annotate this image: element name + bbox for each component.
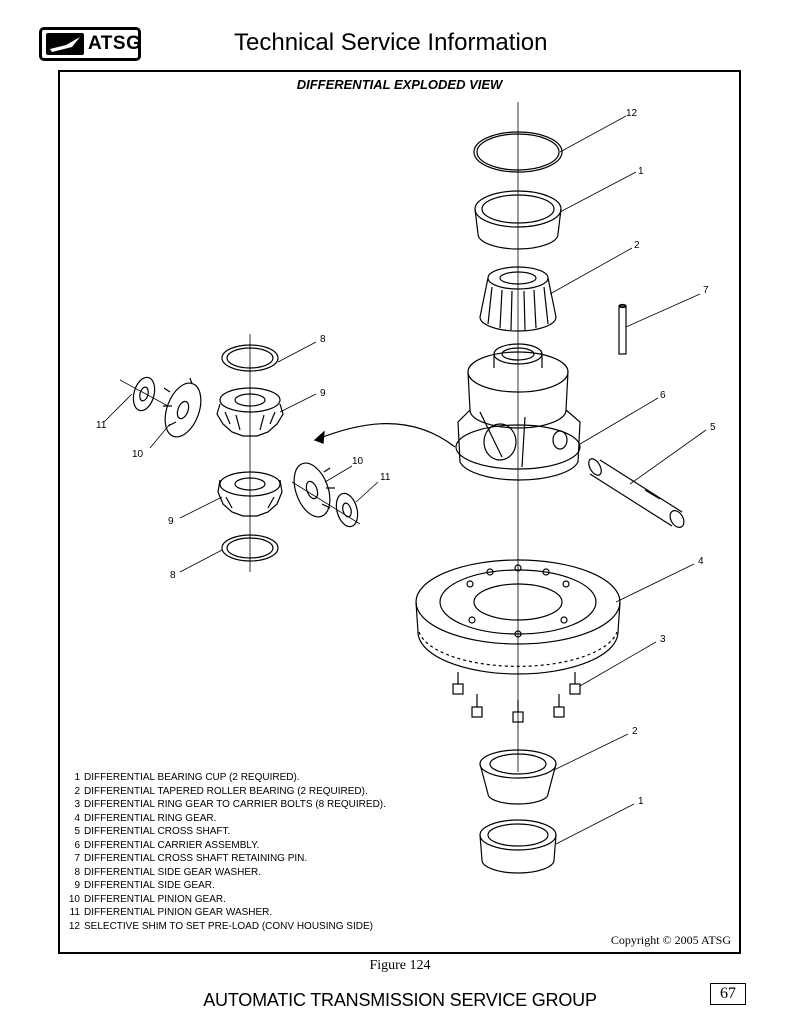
callout-8-upper: 8 (320, 334, 326, 345)
legend-text: DIFFERENTIAL TAPERED ROLLER BEARING (2 R… (84, 785, 368, 797)
legend-text: DIFFERENTIAL SIDE GEAR WASHER. (84, 866, 262, 878)
page-number: 67 (710, 983, 746, 1005)
callout-5: 5 (710, 422, 716, 433)
direction-arrow (314, 423, 456, 448)
legend-text: DIFFERENTIAL RING GEAR. (84, 812, 217, 824)
callout-8-lower: 8 (170, 570, 176, 581)
callout-9-upper: 9 (320, 388, 326, 399)
bearing-cup-top (474, 190, 562, 250)
callout-6: 6 (660, 390, 666, 401)
legend-item: 4 DIFFERENTIAL RING GEAR. (64, 812, 386, 826)
legend-number: 6 (74, 839, 80, 851)
ring-gear (415, 559, 621, 675)
callout-2-bottom: 2 (632, 726, 638, 737)
legend-item: 1 DIFFERENTIAL BEARING CUP (2 REQUIRED). (64, 771, 386, 785)
callout-10-right: 10 (352, 456, 364, 467)
atsg-logo: ATSG (39, 27, 141, 61)
legend-text: DIFFERENTIAL RING GEAR TO CARRIER BOLTS … (84, 799, 386, 810)
legend-item: 7 DIFFERENTIAL CROSS SHAFT RETAINING PIN. (64, 852, 386, 866)
ring-gear-bolts (452, 672, 581, 723)
callout-11-right: 11 (380, 472, 391, 483)
pinion-axis-left (119, 379, 169, 407)
legend-item: 5 DIFFERENTIAL CROSS SHAFT. (64, 825, 386, 839)
pinion-gear-left (163, 377, 202, 438)
pinion-gear-right (293, 462, 335, 518)
legend-number: 9 (74, 880, 80, 891)
legend-item: 2 DIFFERENTIAL TAPERED ROLLER BEARING (2 … (64, 785, 386, 799)
legend-item: 10 DIFFERENTIAL PINION GEAR. (64, 893, 386, 907)
page-title: Technical Service Information (234, 29, 548, 56)
copyright-notice: Copyright © 2005 ATSG (610, 933, 731, 947)
callout-1-bottom: 1 (638, 796, 644, 807)
legend-text: DIFFERENTIAL CROSS SHAFT RETAINING PIN. (84, 853, 308, 864)
legend-number: 3 (74, 799, 80, 810)
callout-3: 3 (660, 634, 666, 645)
legend-number: 7 (74, 853, 80, 864)
legend-text: DIFFERENTIAL BEARING CUP (2 REQUIRED). (84, 772, 300, 783)
side-gear-upper (216, 387, 284, 437)
legend-number: 5 (74, 826, 80, 837)
diagram-title: DIFFERENTIAL EXPLODED VIEW (296, 77, 503, 92)
legend-item: 3 DIFFERENTIAL RING GEAR TO CARRIER BOLTS… (64, 798, 386, 812)
callout-12: 12 (626, 108, 638, 119)
callout-7: 7 (703, 285, 709, 296)
legend-item: 11 DIFFERENTIAL PINION GEAR WASHER. (64, 906, 386, 920)
callout-labels: 12 1 2 7 6 5 8 9 11 10 10 11 9 8 4 3 2 1 (96, 108, 716, 807)
logo-text: ATSG (88, 33, 142, 54)
side-gear-washer-lower (221, 534, 279, 562)
callout-10-left: 10 (132, 449, 144, 460)
legend-number: 1 (74, 772, 80, 783)
callout-2-top: 2 (634, 240, 640, 251)
roller-bearing-bottom (479, 749, 557, 805)
retaining-pin (618, 303, 627, 355)
footer-organization: AUTOMATIC TRANSMISSION SERVICE GROUP (203, 990, 597, 1010)
legend-text: DIFFERENTIAL CARRIER ASSEMBLY. (84, 839, 260, 851)
legend-item: 6 DIFFERENTIAL CARRIER ASSEMBLY. (64, 839, 386, 853)
selective-shim (473, 131, 563, 173)
legend-number: 4 (74, 812, 80, 824)
leader-lines (103, 115, 707, 845)
legend-item: 8 DIFFERENTIAL SIDE GEAR WASHER. (64, 866, 386, 880)
legend-item: 12 SELECTIVE SHIM TO SET PRE-LOAD (CONV H… (64, 920, 386, 934)
arrow-head-icon (313, 430, 325, 444)
legend-number: 2 (74, 785, 80, 797)
legend-number: 8 (74, 866, 80, 878)
roller-bearing-top (479, 266, 557, 332)
legend-text: SELECTIVE SHIM TO SET PRE-LOAD (CONV HOU… (84, 920, 373, 932)
callout-9-lower: 9 (168, 516, 174, 527)
legend-text: DIFFERENTIAL PINION GEAR. (84, 893, 226, 905)
side-gear-washer-upper (221, 344, 279, 372)
pinion-washer-left (132, 376, 156, 412)
legend-number: 12 (68, 920, 80, 932)
legend-item: 9 DIFFERENTIAL SIDE GEAR. (64, 879, 386, 893)
pinion-axis-right (291, 481, 361, 525)
figure-frame: 12 1 2 7 6 5 8 9 11 10 10 11 9 8 4 3 2 1… (58, 70, 741, 954)
legend-number: 10 (68, 893, 80, 905)
callout-1-top: 1 (638, 166, 644, 177)
callout-11-left: 11 (96, 420, 107, 431)
figure-caption: Figure 124 (369, 958, 431, 973)
bearing-cup-bottom (479, 819, 557, 874)
cross-shaft (588, 458, 685, 528)
legend-text: DIFFERENTIAL CROSS SHAFT. (84, 826, 231, 837)
legend-number: 11 (69, 907, 80, 918)
logo-arrow-icon (50, 37, 80, 52)
logo-emblem-icon (46, 33, 84, 55)
legend-text: DIFFERENTIAL SIDE GEAR. (84, 880, 215, 891)
differential-exploded-diagram: 12 1 2 7 6 5 8 9 11 10 10 11 9 8 4 3 2 1 (96, 102, 716, 874)
callout-4: 4 (698, 556, 704, 567)
carrier-assembly (455, 343, 581, 481)
legend-text: DIFFERENTIAL PINION GEAR WASHER. (84, 907, 273, 918)
